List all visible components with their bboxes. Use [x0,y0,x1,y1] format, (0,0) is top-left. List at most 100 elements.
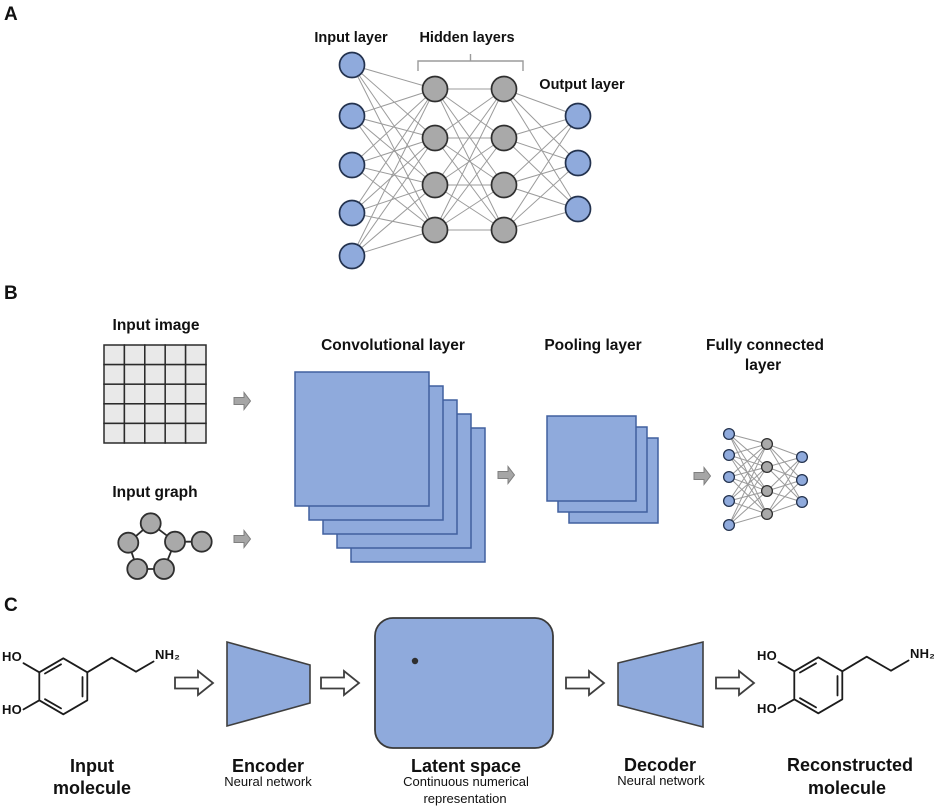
latent-space-label: Latent space [410,756,522,776]
network-node-blue [795,473,809,487]
panel-b-label: B [4,283,18,304]
grid-cell [184,383,207,405]
encoder-label: Encoder [231,756,305,776]
network-edge [766,456,803,468]
input-graph-nodes [117,512,213,580]
grid-cell [144,383,166,405]
network-node-blue [564,149,592,177]
grid-cell [164,383,187,405]
grid-cell [144,363,166,385]
network-edge [351,184,436,257]
input-graph-label: Input graph [112,484,198,501]
network-edge [728,513,768,526]
grid-cell [164,422,187,444]
grid-cell [103,403,126,425]
panel-c-label: C [4,595,18,616]
network-node-blue [338,151,366,179]
fully-connected-network [722,427,809,532]
network-node-blue [338,102,366,130]
right-arrow-outline-icon [320,670,360,696]
grid-cell [184,403,207,425]
network-edge [766,456,803,492]
grid-cell [123,363,146,385]
decoder-trapezoid [617,640,704,729]
input-amine-label: NH₂ [155,647,181,662]
hidden-layers-label: Hidden layers [419,30,515,46]
grid-cell [144,422,166,444]
network-edge [351,88,436,214]
network-edge [728,466,768,526]
network-edge [728,443,768,478]
network-node-gray [421,124,449,152]
right-arrow-icon [233,392,251,410]
network-edge [434,137,505,231]
latent-subtitle-line2: representation [423,791,507,806]
input-molecule-label-line2: molecule [52,778,132,798]
network-node-gray [490,75,518,103]
graph-node [117,531,140,554]
pooling-layer-stack [546,415,659,524]
network-node-gray [490,124,518,152]
network-edge [728,443,768,526]
latent-space-box [374,617,554,749]
network-edge [351,64,436,186]
network-edge [434,184,505,231]
network-node-blue [564,102,592,130]
network-edge [503,115,579,186]
graph-node [190,530,213,553]
right-arrow-outline-icon [715,670,755,696]
network-node-blue [564,195,592,223]
network-edge [351,64,436,231]
network-edge [728,443,768,456]
grid-cell [123,383,146,405]
grid-cell [103,363,126,385]
network-edge [434,88,505,186]
network-node-gray [421,75,449,103]
encoder-subtitle: Neural network [224,774,312,789]
network-node-gray [760,507,774,521]
network-edge [766,443,803,458]
grid-cell [184,422,207,444]
right-arrow-icon [693,467,711,485]
reconstructed-label-line2: molecule [807,778,887,798]
network-edge [728,433,768,492]
network-node-gray [490,216,518,244]
decoder-subtitle: Neural network [617,773,705,788]
network-edge [351,64,436,90]
network-edge [728,433,768,515]
right-arrow-outline-icon [174,670,214,696]
right-arrow-outline-icon [565,670,605,696]
grid-cell [123,403,146,425]
network-node-blue [795,450,809,464]
right-arrow-icon [497,466,515,484]
input-molecule-structure [22,656,155,716]
network-node-gray [421,216,449,244]
network-edge [766,479,803,515]
network-edge [351,64,436,139]
network-edge [503,88,579,210]
network-edge [503,88,579,164]
graph-node [164,530,186,553]
reconstructed-molecule-structure [777,655,910,715]
network-node-gray [760,484,774,498]
fc-layer-label-line2: layer [744,357,782,374]
pooling-layer-label: Pooling layer [544,337,642,354]
network-node-blue [722,518,736,532]
panel-a-network [338,51,592,270]
reconstructed-label-line1: Reconstructed [786,755,914,775]
grid-cell [144,403,166,425]
input-molecule-label-line1: Input [70,756,114,776]
grid-cell [164,403,187,425]
network-edge [351,212,436,231]
grid-cell [103,383,126,405]
panel-a-label: A [4,4,18,25]
network-edge [351,229,436,257]
graph-node [126,558,149,580]
grid-cell [184,344,207,366]
network-node-gray [421,171,449,199]
network-node-blue [722,427,736,441]
grid-cell [144,344,166,366]
network-edge [434,137,505,186]
network-node-gray [490,171,518,199]
